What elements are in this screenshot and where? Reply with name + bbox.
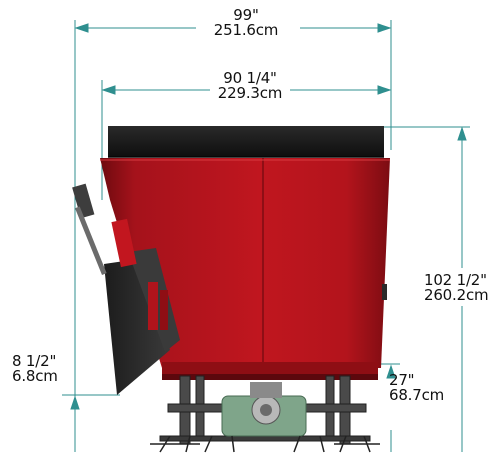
frame-height-metric: 68.7cm [389, 386, 445, 404]
hydraulic-rod [75, 206, 107, 276]
body-width-imperial: 90 1/4" [223, 69, 277, 87]
chassis-band [162, 362, 378, 376]
stand-left [150, 435, 200, 453]
body-width-arrow-right [377, 85, 392, 95]
arm-bracket-red-3 [160, 290, 168, 330]
overall-height-arrow-top [457, 126, 467, 141]
gearbox-shaft-center [260, 404, 272, 416]
overall-height-imperial: 102 1/2" [424, 271, 487, 289]
mixer-machine [72, 126, 390, 453]
stand-right [334, 435, 380, 453]
frame-height-arrow-top [386, 364, 396, 379]
frame-height-imperial: 27" [389, 371, 415, 389]
overall-width-metric: 251.6cm [213, 21, 279, 39]
base-rail [159, 435, 371, 442]
gearbox [221, 382, 307, 437]
body-width-arrow-left [101, 85, 116, 95]
chassis-band-shadow [162, 374, 378, 380]
top-rim [108, 126, 384, 157]
side-latch [382, 284, 387, 300]
clearance-metric: 6.8cm [12, 367, 58, 385]
clearance-imperial: 8 1/2" [12, 352, 57, 370]
gearbox-top-block [250, 382, 282, 398]
overall-width-arrow-right [377, 23, 392, 33]
overall-width-imperial: 99" [233, 6, 259, 24]
overall-width-arrow-left [74, 23, 89, 33]
clearance-arrow-top [70, 395, 80, 410]
overall-height-metric: 260.2cm [424, 286, 489, 304]
support-stands [150, 435, 380, 453]
arm-bracket-red-2 [148, 282, 158, 330]
hydraulic-cylinder-upper [72, 183, 95, 219]
stand-mid-right [293, 435, 325, 453]
dimension-lines [62, 20, 470, 452]
body-width-metric: 229.3cm [217, 84, 283, 102]
arm-bracket-red [111, 218, 137, 268]
stand-mid-left [204, 435, 235, 453]
